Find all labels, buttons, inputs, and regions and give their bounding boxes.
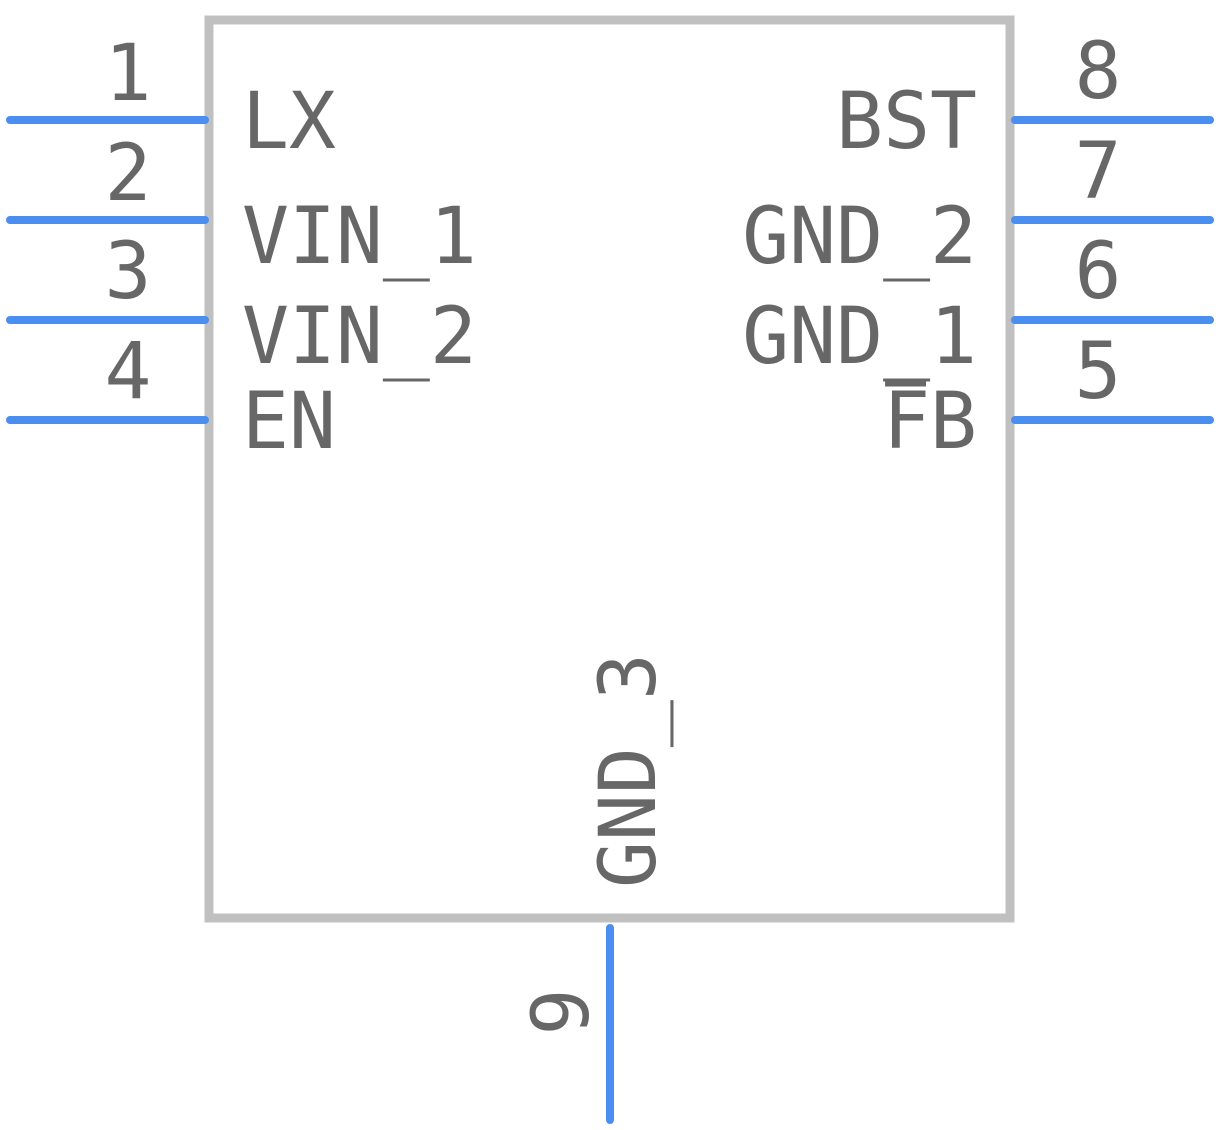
pin-2-number: 2 xyxy=(105,129,152,219)
left-pin-2[interactable]: 2 VIN_1 xyxy=(6,129,477,282)
pin-9-number: 9 xyxy=(517,989,607,1036)
pin-8-label: BST xyxy=(836,77,977,167)
right-pin-7[interactable]: 7 GND_2 xyxy=(742,127,1214,282)
pin-5-label: FB xyxy=(883,377,977,467)
pin-3-label: VIN_2 xyxy=(242,292,477,382)
pin-4-label: EN xyxy=(242,377,336,467)
pin-3-number: 3 xyxy=(105,227,152,317)
pin-7-number: 7 xyxy=(1075,127,1122,217)
left-pin-1[interactable]: 1 LX xyxy=(6,29,336,167)
pin-6-number: 6 xyxy=(1075,227,1122,317)
pin-1-number: 1 xyxy=(105,29,152,119)
pin-2-label: VIN_1 xyxy=(242,192,477,282)
pin-9-label: GND_3 xyxy=(584,653,674,888)
component-body xyxy=(204,15,1015,923)
pin-8-number: 8 xyxy=(1075,27,1122,117)
right-pin-6[interactable]: 6 GND_1 xyxy=(742,227,1214,382)
pin-6-label: GND_1 xyxy=(742,292,977,382)
bottom-pin-9[interactable]: 9 GND_3 xyxy=(517,653,674,1124)
right-pin-8[interactable]: 8 BST xyxy=(836,27,1214,167)
pin-4-number: 4 xyxy=(105,327,152,417)
left-pin-3[interactable]: 3 VIN_2 xyxy=(6,227,477,382)
pin-7-label: GND_2 xyxy=(742,192,977,282)
right-pin-5[interactable]: 5 FB xyxy=(883,327,1214,467)
pin-5-number: 5 xyxy=(1075,327,1122,417)
pin-1-label: LX xyxy=(242,77,336,167)
left-pin-4[interactable]: 4 EN xyxy=(6,327,336,467)
